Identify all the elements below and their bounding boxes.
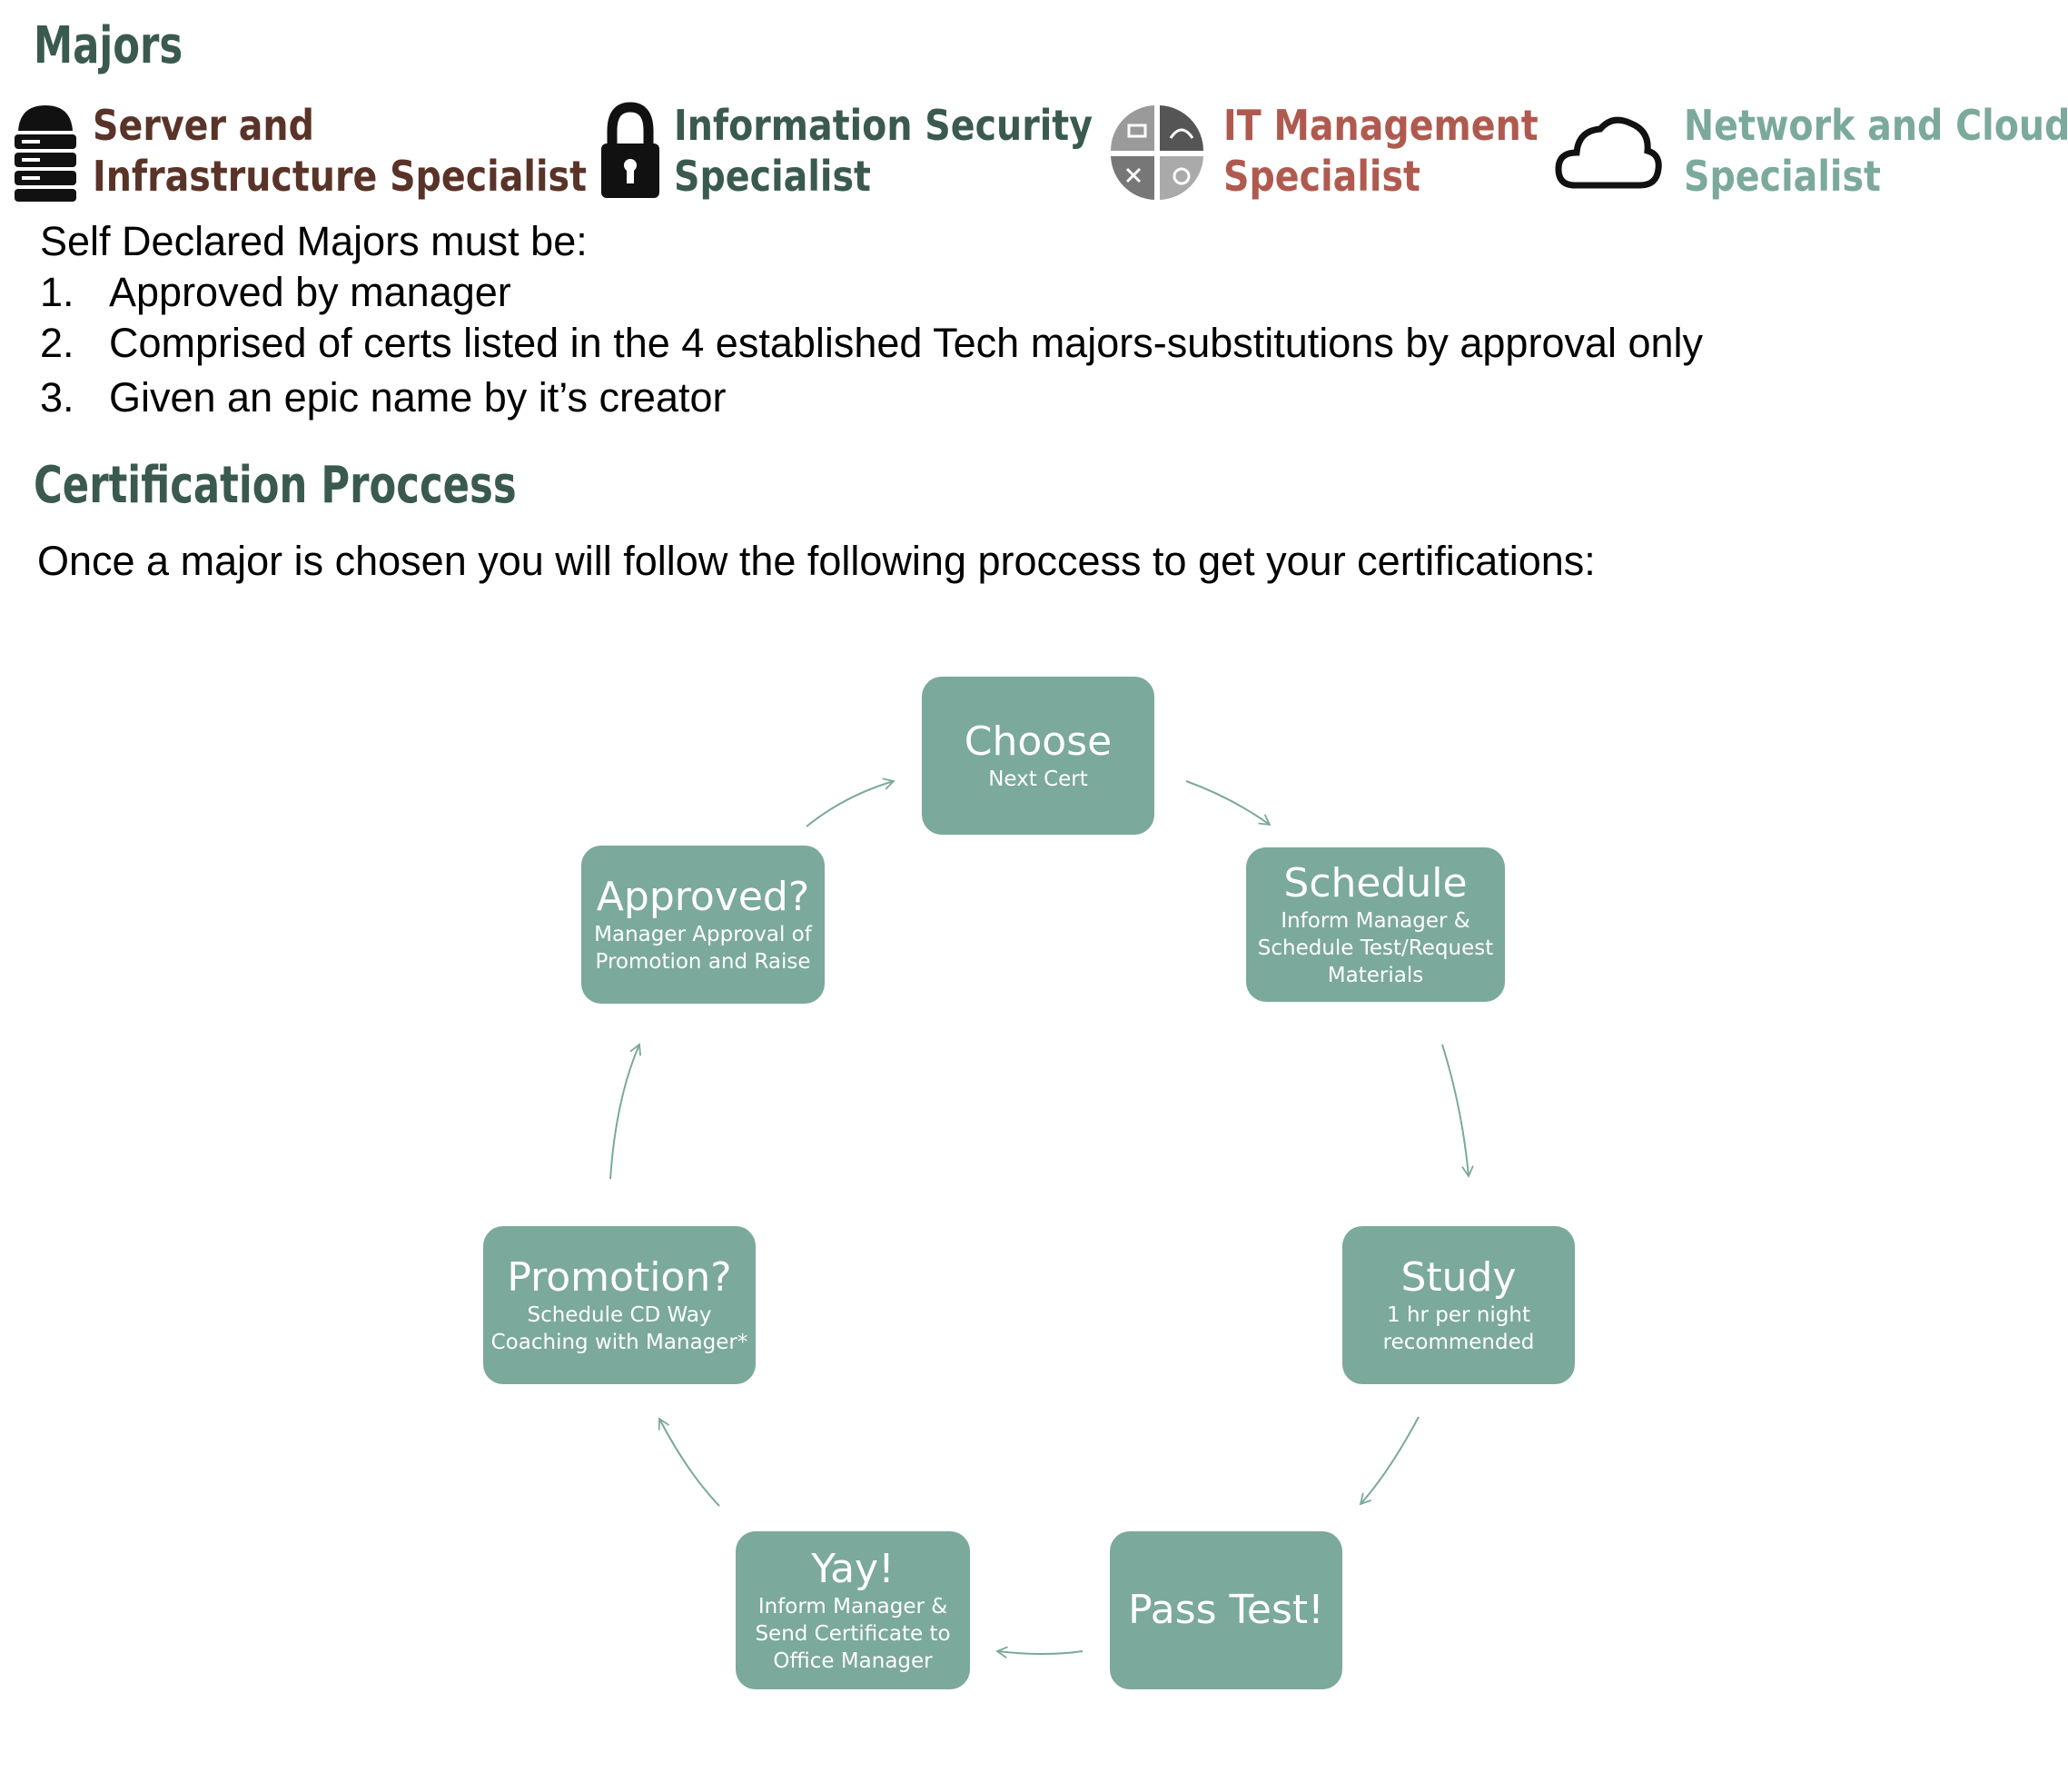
dashboard-tiles-icon — [1111, 105, 1203, 200]
major-label-line2: Specialist — [1223, 152, 1420, 201]
step-title: Study — [1400, 1254, 1517, 1301]
step-study: Study 1 hr per night recommended — [1342, 1226, 1575, 1384]
step-title: Approved? — [596, 874, 810, 920]
certification-intro: Once a major is chosen you will follow t… — [37, 538, 1596, 584]
rule-text: Comprised of certs listed in the 4 estab… — [109, 320, 1704, 366]
rule-number: 1. — [40, 269, 74, 315]
rule-item: 1. Approved by manager — [40, 269, 1703, 320]
step-schedule: Schedule Inform Manager & Schedule Test/… — [1246, 847, 1505, 1002]
step-desc: Next Cert — [988, 767, 1088, 791]
rule-number: 3. — [40, 374, 74, 421]
certification-heading: Certification Proccess — [34, 456, 517, 515]
major-label: Server and Infrastructure Specialist — [93, 100, 587, 202]
rule-number: 2. — [40, 320, 74, 366]
step-desc: Schedule CD Way Coaching with Manager* — [490, 1303, 748, 1354]
step-choose: Choose Next Cert — [922, 677, 1154, 835]
arrow-yay-to-promotion — [658, 1417, 720, 1507]
major-label-line1: IT Management — [1223, 101, 1539, 150]
major-label-line2: Specialist — [674, 152, 871, 201]
step-promotion: Promotion? Schedule CD Way Coaching with… — [483, 1226, 756, 1384]
majors-heading: Majors — [34, 16, 183, 75]
major-label-line1: Server and — [93, 101, 314, 150]
major-label: IT Management Specialist — [1223, 100, 1539, 202]
step-desc: Inform Manager & Send Certificate to Off… — [755, 1595, 951, 1673]
arrow-schedule-to-study — [1441, 1044, 1474, 1178]
padlock-icon — [601, 102, 659, 198]
rule-text: Approved by manager — [109, 269, 511, 315]
step-title: Pass Test! — [1128, 1587, 1324, 1633]
arrow-promotion-to-approved — [609, 1043, 642, 1180]
server-stack-icon — [15, 105, 76, 202]
arrow-pass-to-yay — [995, 1646, 1083, 1658]
major-label-line1: Network and Cloud — [1684, 101, 2068, 150]
step-pass-test: Pass Test! — [1110, 1531, 1342, 1689]
major-label: Information Security Specialist — [674, 100, 1093, 202]
step-desc: Inform Manager & Schedule Test/Request M… — [1257, 909, 1494, 987]
major-label-line2: Infrastructure Specialist — [93, 152, 587, 201]
rules-intro: Self Declared Majors must be: — [40, 218, 588, 264]
arrow-choose-to-schedule — [1185, 780, 1271, 827]
step-desc: 1 hr per night recommended — [1382, 1303, 1535, 1354]
arrow-study-to-pass — [1359, 1416, 1420, 1506]
step-title: Yay! — [811, 1546, 895, 1592]
step-title: Promotion? — [507, 1254, 732, 1301]
cloud-icon — [1555, 116, 1662, 189]
rule-item: 3. Given an epic name by it’s creator — [40, 374, 1703, 425]
step-title: Choose — [964, 718, 1113, 765]
major-label-line1: Information Security — [674, 101, 1093, 150]
step-title: Schedule — [1283, 860, 1468, 906]
rule-text: Given an epic name by it’s creator — [109, 374, 727, 421]
rule-item: 2. Comprised of certs listed in the 4 est… — [40, 320, 1703, 371]
rules-list: 1. Approved by manager 2. Comprised of cer… — [40, 269, 1703, 425]
step-approved: Approved? Manager Approval of Promotion … — [581, 846, 825, 1004]
major-label-line2: Specialist — [1684, 152, 1881, 201]
arrow-approved-to-choose — [806, 777, 895, 827]
major-label: Network and Cloud Specialist — [1684, 100, 2068, 202]
step-yay: Yay! Inform Manager & Send Certificate t… — [736, 1531, 970, 1689]
step-desc: Manager Approval of Promotion and Raise — [594, 923, 812, 974]
